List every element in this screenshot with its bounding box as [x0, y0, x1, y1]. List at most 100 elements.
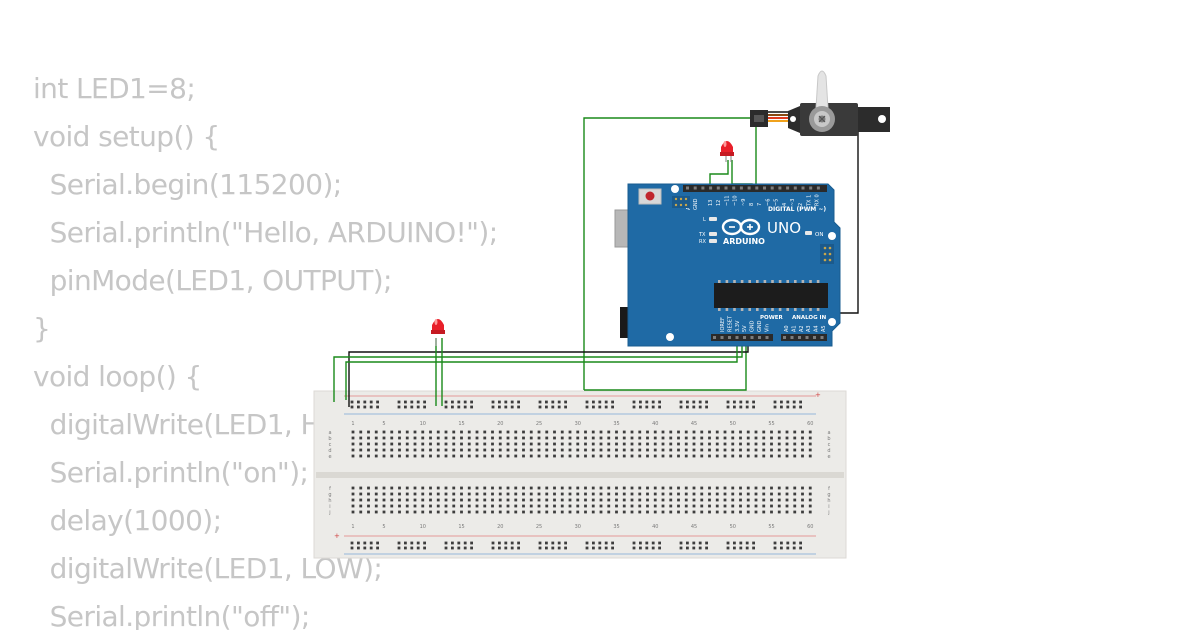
- on-led-label: ON: [815, 232, 823, 238]
- breadboard-column-number: 55: [768, 524, 774, 530]
- digital-pin-label: 7: [757, 203, 763, 206]
- code-line: }: [33, 312, 51, 345]
- power-pin-label: 5V: [742, 325, 748, 332]
- breadboard-row-letter: i: [329, 504, 330, 510]
- icsp-header-2: [820, 244, 834, 264]
- led-icon[interactable]: [431, 319, 445, 406]
- breadboard-column-number: 50: [730, 524, 736, 530]
- wire-green-power-rail[interactable]: [345, 336, 738, 400]
- breadboard-row-letter: j: [328, 510, 330, 516]
- breadboard-column-number: 5: [382, 524, 385, 530]
- breadboard-column-number: 15: [458, 524, 464, 530]
- breadboard-row-letter: c: [828, 442, 831, 448]
- power-header[interactable]: [711, 334, 773, 341]
- analog-pin-label: A1: [791, 325, 797, 332]
- analog-header[interactable]: [781, 334, 827, 341]
- breadboard-row-letter: h: [328, 498, 331, 504]
- analog-pin-label: A0: [784, 325, 790, 332]
- breadboard-row-letter: d: [328, 448, 331, 454]
- microcontroller-chip-icon: [714, 280, 828, 311]
- analog-pin-label: A4: [814, 325, 820, 332]
- wire-green-servo-signal[interactable]: [583, 117, 752, 390]
- servo-horn[interactable]: [815, 70, 829, 109]
- power-pin-label: GND: [757, 320, 763, 332]
- digital-pin-label: ~5: [774, 199, 780, 206]
- breadboard-row-letter: e: [328, 454, 331, 460]
- digital-pin-label: 13: [708, 200, 714, 206]
- digital-pin-label: ~11: [724, 195, 730, 206]
- breadboard-column-number: 10: [420, 421, 426, 427]
- breadboard-row-letter: i: [828, 504, 829, 510]
- digital-pin-label: ~9: [741, 199, 747, 206]
- breadboard-column-number: 5: [382, 421, 385, 427]
- digital-pin-label: 2: [798, 203, 804, 206]
- breadboard-column-number: 20: [497, 421, 503, 427]
- analog-pin-label: A2: [799, 325, 805, 332]
- breadboard-column-number: 35: [613, 524, 619, 530]
- code-line: void loop() {: [33, 360, 202, 393]
- breadboard-column-number: 30: [575, 524, 581, 530]
- breadboard-row-letter: b: [328, 436, 331, 442]
- digital-pin-label: 4: [782, 203, 788, 206]
- rail-plus-top: +: [815, 391, 821, 399]
- breadboard-column-number: 10: [420, 524, 426, 530]
- digital-pin-label: ~3: [790, 199, 796, 206]
- digital-pin-label: TX 1: [806, 195, 812, 207]
- rx-led-label: RX: [699, 239, 706, 245]
- breadboard-column-number: 60: [807, 421, 813, 427]
- digital-header[interactable]: [683, 185, 827, 192]
- breadboard-column-number: 1: [351, 421, 354, 427]
- wire-green-led2-leg2[interactable]: [731, 160, 753, 186]
- breadboard-row-letter: h: [827, 498, 830, 504]
- breadboard-row-letter: j: [827, 510, 829, 516]
- reset-button-icon[interactable]: [638, 188, 662, 205]
- power-pin-label: Vin: [764, 324, 770, 332]
- breadboard-column-number: 25: [536, 421, 542, 427]
- icsp-header: [672, 196, 690, 208]
- breadboard-center-channel: [316, 472, 844, 478]
- breadboard-column-number: 45: [691, 421, 697, 427]
- code-line: int LED1=8;: [33, 72, 196, 105]
- arduino-infinity-logo-icon: [721, 218, 761, 236]
- tx-led-label: TX: [698, 232, 706, 238]
- brand-label: ARDUINO: [723, 237, 765, 246]
- breadboard-column-number: 25: [536, 524, 542, 530]
- rail-plus-bottom: +: [334, 532, 340, 540]
- model-label: UNO: [767, 219, 801, 237]
- breadboard: + + 115510101515202025253030353540404545…: [313, 390, 847, 559]
- wire-green-led2-leg[interactable]: [709, 160, 729, 186]
- breadboard-column-number: 40: [652, 421, 658, 427]
- breadboard-row-letter: b: [827, 436, 830, 442]
- servo-motor-icon[interactable]: [750, 70, 890, 136]
- digital-pin-label: ~6: [765, 199, 771, 206]
- analog-pin-label: A3: [806, 325, 812, 332]
- breadboard-row-letter: f: [828, 486, 830, 492]
- code-line: Serial.println("off");: [33, 600, 311, 630]
- code-line: delay(1000);: [33, 504, 222, 537]
- breadboard-row-letter: g: [328, 492, 331, 498]
- breadboard-column-number: 60: [807, 524, 813, 530]
- code-line: Serial.println("Hello, ARDUINO!");: [33, 216, 499, 249]
- code-line: digitalWrite(LED1, LOW);: [33, 552, 383, 585]
- breadboard-row-letter: a: [328, 430, 331, 436]
- breadboard-column-number: 45: [691, 524, 697, 530]
- code-editor: int LED1=8;void setup() { Serial.begin(1…: [33, 65, 498, 630]
- breadboard-column-number: 15: [458, 421, 464, 427]
- breadboard-row-letter: f: [329, 486, 331, 492]
- breadboard-holes[interactable]: [350, 400, 812, 550]
- led-icon-2[interactable]: [720, 141, 734, 162]
- power-pin-label: GND: [750, 320, 756, 332]
- gnd-label: GND: [693, 198, 699, 210]
- breadboard-row-letter: a: [827, 430, 830, 436]
- breadboard-row-letter: e: [827, 454, 830, 460]
- breadboard-row-letter: g: [827, 492, 830, 498]
- breadboard-row-letter: d: [827, 448, 830, 454]
- power-pin-label: 3.3V: [735, 320, 741, 332]
- l-led-label: L: [703, 217, 706, 223]
- power-label: POWER: [760, 315, 784, 321]
- digital-pin-label: 8: [749, 203, 755, 206]
- digital-pin-label: ~10: [733, 195, 739, 206]
